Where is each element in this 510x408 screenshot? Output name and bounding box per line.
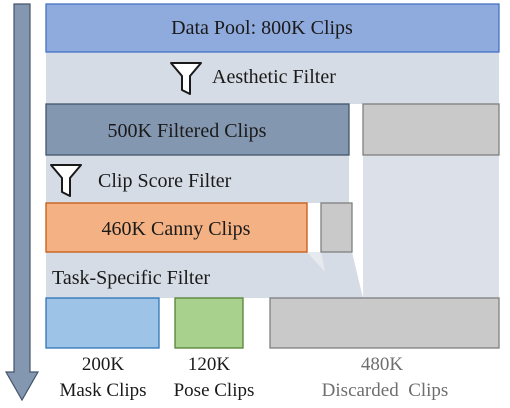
task-specific-filter-label: Task-Specific Filter	[52, 267, 210, 289]
funnel-stage-1	[46, 52, 499, 104]
discarded-clips-box	[269, 297, 500, 349]
discarded-count-label: 480K	[360, 354, 404, 375]
funnel-gap-strip	[307, 252, 349, 298]
mask-name-label: Mask Clips	[59, 380, 147, 401]
filtered-clips-label: 500K Filtered Clips	[107, 120, 267, 142]
funnel-canny-to-tasks	[46, 252, 349, 298]
funnel-filtered-to-canny	[46, 155, 349, 203]
funnel-icon	[50, 164, 82, 197]
mask-clips-box	[45, 297, 160, 349]
canny-clips-label: 460K Canny Clips	[101, 218, 251, 240]
filtered-clips-box	[45, 103, 350, 156]
discarded-name-label: Discarded Clips	[321, 380, 449, 401]
pose-count-label: 120K	[187, 354, 231, 375]
clip-score-filter-label: Clip Score Filter	[98, 170, 232, 192]
data-pool-box	[45, 3, 500, 53]
funnel-icon	[170, 62, 202, 95]
canny-clips-box	[45, 202, 308, 253]
flow-down-arrow	[4, 3, 40, 402]
data-pool-label: Data Pool: 800K Clips	[171, 17, 353, 39]
pose-name-label: Pose Clips	[173, 380, 255, 401]
pose-clips-box	[174, 297, 244, 349]
discard-box-1	[362, 103, 500, 156]
mask-count-label: 200K	[81, 354, 125, 375]
aesthetic-filter-label: Aesthetic Filter	[212, 66, 336, 88]
discard-box-2	[320, 202, 353, 253]
funnel-side-discard-1	[363, 155, 499, 298]
